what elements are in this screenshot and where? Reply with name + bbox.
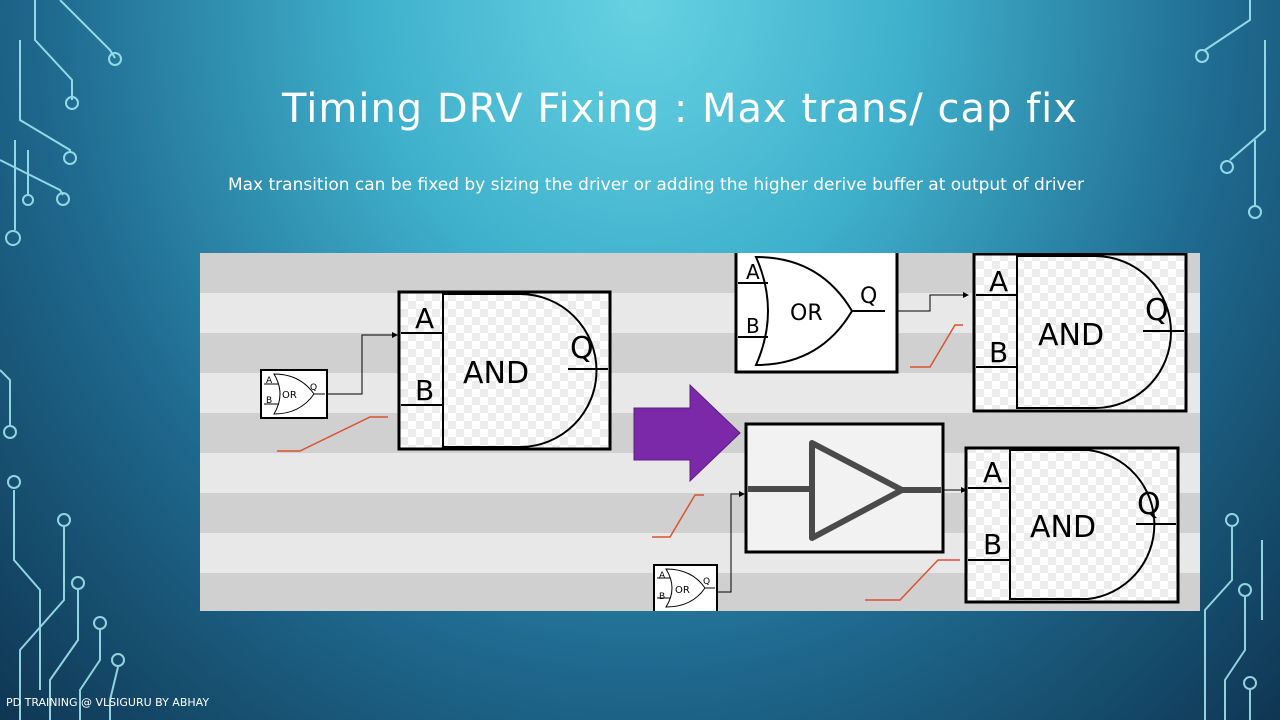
or-input-b-label: B xyxy=(266,396,272,406)
net-wire-top xyxy=(897,292,969,312)
net-wire-before xyxy=(327,332,398,395)
or-large-output-q-label: Q xyxy=(860,284,877,309)
or-output-q-label: Q xyxy=(310,383,317,393)
and-bottom-gate-label: AND xyxy=(1030,510,1096,545)
and-top-output-q-label: Q xyxy=(1145,293,1169,328)
or-large-input-b-label: B xyxy=(746,314,760,338)
and-top-gate-label: AND xyxy=(1038,318,1104,353)
annotation-line-before xyxy=(277,416,388,452)
net-wire-buffer-in xyxy=(717,491,745,593)
or-small-output-q-label: Q xyxy=(703,577,710,587)
and-input-b-label: B xyxy=(415,374,434,407)
annotation-line-bottom xyxy=(865,559,960,601)
and-bottom-output-q-label: Q xyxy=(1137,487,1161,522)
and-top-input-a-label: A xyxy=(989,265,1008,298)
or-gate-after-small: A B Q OR xyxy=(653,564,718,611)
annotation-line-top xyxy=(910,324,963,368)
right-arrow-icon xyxy=(633,383,741,483)
slide-footer: PD TRAINING @ VLSIGURU BY ABHAY xyxy=(6,696,210,709)
or-input-a-label: A xyxy=(266,376,273,386)
or-small-gate-label: OR xyxy=(675,585,690,596)
or-large-input-a-label: A xyxy=(746,260,760,284)
and-input-a-label: A xyxy=(415,302,434,335)
or-gate-label: OR xyxy=(282,390,297,401)
and-gate-before: A B Q AND xyxy=(397,290,612,451)
or-small-input-b-label: B xyxy=(659,592,665,602)
and-gate-label: AND xyxy=(463,356,529,391)
and-bottom-input-a-label: A xyxy=(983,456,1002,489)
or-gate-before-small: A B Q OR xyxy=(260,369,328,419)
and-gate-after-top: A B Q AND xyxy=(972,253,1188,413)
drv-fix-diagram: A B Q AND A B Q OR A B Q OR xyxy=(200,253,1200,611)
or-gate-after-large: A B Q OR xyxy=(734,253,899,374)
slide-subtitle: Max transition can be fixed by sizing th… xyxy=(227,175,1085,195)
annotation-line-buffer xyxy=(652,494,704,538)
and-bottom-input-b-label: B xyxy=(983,528,1002,561)
slide-title: Timing DRV Fixing : Max trans/ cap fix xyxy=(282,86,1078,132)
or-small-input-a-label: A xyxy=(659,571,666,581)
buffer-icon xyxy=(744,422,945,554)
and-output-q-label: Q xyxy=(570,331,594,366)
and-top-input-b-label: B xyxy=(989,336,1008,369)
and-gate-after-bottom: A B Q AND xyxy=(964,446,1180,604)
or-large-gate-label: OR xyxy=(790,301,823,326)
